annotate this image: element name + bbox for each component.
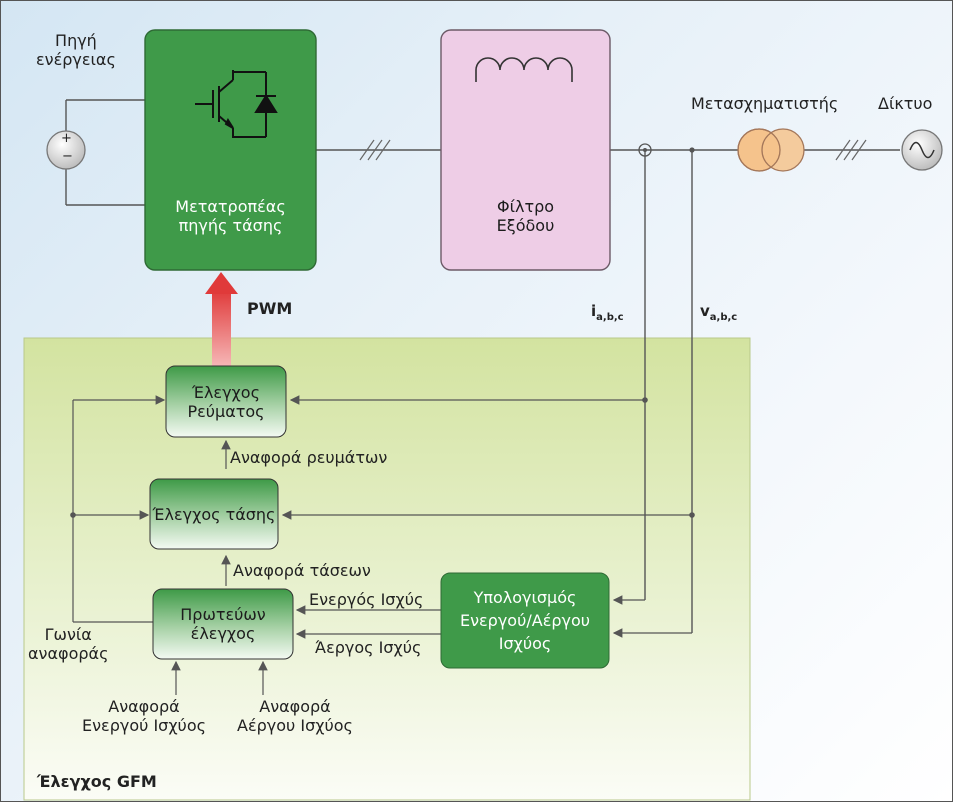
transformer-label: Μετασχηματιστής [691,94,839,113]
power-calc-label: Υπολογισμός Ενεργού/Αέργου Ισχύος [441,573,609,668]
junction-dots [70,397,695,518]
reactive-power-label: Άεργος Ισχύς [315,638,422,657]
voltage-control-label: Έλεγχος τάσης [150,479,278,549]
pwm-arrow [205,272,238,367]
filter-label: Φίλτρο Εξόδου [441,188,610,244]
voltage-signal-label: va,b,c [700,302,737,323]
filter-label-line2: Εξόδου [496,216,555,235]
active-power-reference-line2: Ενεργού Ισχύος [82,716,206,735]
current-sensor-icon [638,143,652,157]
current-signal-label: ia,b,c [591,302,624,323]
current-control-line1: Έλεγχος [192,382,260,402]
power-calc-line3: Ισχύος [498,634,552,653]
voltage-signal-sub: a,b,c [709,312,738,323]
current-control-box [165,365,287,438]
transformer-icon [737,128,805,172]
three-phase-marks [359,139,867,161]
igbt-icon [195,70,278,138]
filter-box [440,29,611,271]
power-calc-box [440,572,610,669]
dc-source-icon [46,130,86,170]
power-calc-line1: Υπολογισμός [473,588,577,607]
angle-reference-line1: Γωνία [44,625,92,644]
reactive-power-reference-line1: Αναφορά [259,697,331,716]
gfm-control-panel [23,337,751,801]
angle-reference-line2: αναφοράς [28,644,109,663]
angle-reference-label: Γωνία αναφοράς [28,625,108,663]
converter-label: Μετατροπέας πηγής τάσης [145,188,316,244]
source-label-line1: Πηγή [55,31,97,50]
primary-control-line1: Πρωτεύων [180,605,266,624]
source-label-line2: ενέργειας [36,50,116,69]
converter-box [144,29,317,271]
current-signal-sub: a,b,c [596,312,624,323]
current-control-label: Έλεγχος Ρεύματος [166,366,286,437]
primary-control-box [152,588,294,660]
source-plus-sign: + [61,131,72,146]
power-calc-line2: Ενεργού/Αέργου [459,611,591,630]
primary-control-label: Πρωτεύων έλεγχος [153,589,293,659]
current-signal-main: i [591,302,597,320]
voltage-node-dot [689,147,695,153]
pwm-label: PWM [247,299,293,318]
source-label: Πηγή ενέργειας [36,31,116,69]
source-minus-sign: − [62,149,73,164]
primary-control-line2: έλεγχος [190,624,256,643]
current-reference-label: Αναφορά ρευμάτων [230,448,388,467]
control-wiring [72,395,692,695]
voltage-signal-main: v [700,302,710,320]
inductor-icon [475,57,573,82]
active-power-reference-label: Αναφορά Ενεργού Ισχύος [78,697,210,735]
filter-label-line1: Φίλτρο [496,197,555,216]
reactive-power-reference-label: Αναφορά Αέργου Ισχύος [228,697,362,735]
current-control-line2: Ρεύματος [187,401,265,421]
ac-source-icon [901,129,943,171]
power-wiring [65,99,900,633]
voltage-reference-label: Αναφορά τάσεων [233,561,371,580]
converter-label-line1: Μετατροπέας [175,197,286,216]
converter-label-line2: πηγής τάσης [178,216,283,235]
grid-label: Δίκτυο [878,94,933,113]
voltage-control-text: Έλεγχος τάσης [152,504,276,524]
voltage-control-box [149,478,279,550]
active-power-label: Ενεργός Ισχύς [309,590,424,609]
active-power-reference-line1: Αναφορά [108,697,180,716]
gfm-control-title: Έλεγχος GFM [37,772,157,791]
reactive-power-reference-line2: Αέργου Ισχύος [237,716,353,735]
